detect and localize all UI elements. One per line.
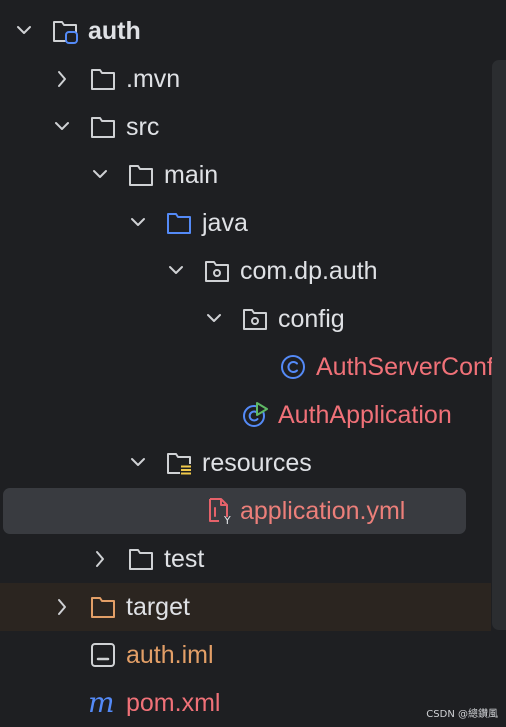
class-icon: [281, 355, 305, 379]
tree-item-label: AuthApplication: [278, 401, 452, 429]
tree-item-class-auth-server-config[interactable]: AuthServerConfig: [0, 343, 506, 391]
tree-item-class-auth-application[interactable]: AuthApplication: [0, 391, 492, 439]
chevron-down-icon[interactable]: [130, 213, 146, 233]
tree-item-package-com-dp-auth[interactable]: com.dp.auth: [0, 247, 492, 295]
maven-icon: m: [88, 690, 115, 716]
tree-item-label: src: [126, 113, 160, 141]
tree-item-label: auth: [88, 17, 141, 45]
package-icon: [243, 309, 267, 330]
chevron-right-icon[interactable]: [92, 549, 108, 569]
tree-item-main[interactable]: main: [0, 151, 492, 199]
folder-icon: [129, 549, 153, 570]
tree-item-auth[interactable]: auth: [0, 7, 492, 55]
folder-icon: [91, 69, 115, 90]
resources-folder-icon: [167, 453, 192, 476]
watermark: CSDN @總鑽風: [426, 709, 498, 720]
tree-item-label: config: [278, 305, 345, 333]
tree-item-label: AuthServerConfig: [316, 353, 506, 381]
tree-item-label: test: [164, 545, 205, 573]
tree-item-label: target: [126, 593, 190, 621]
svg-text:Y: Y: [223, 514, 231, 525]
chevron-down-icon[interactable]: [16, 21, 32, 41]
spring-boot-class-icon: [243, 402, 268, 427]
iml-file-icon: [91, 643, 115, 667]
chevron-right-icon[interactable]: [54, 597, 70, 617]
chevron-down-icon[interactable]: [206, 309, 222, 329]
yaml-file-icon: Y: [209, 498, 231, 525]
tree-item-mvn[interactable]: .mvn: [0, 55, 492, 103]
tree-item-target[interactable]: target: [0, 583, 491, 631]
folder-icon: [129, 165, 153, 186]
tree-item-java[interactable]: java: [0, 199, 492, 247]
tree-item-test[interactable]: test: [0, 535, 492, 583]
vertical-scrollbar[interactable]: [492, 60, 506, 630]
tree-item-label: auth.iml: [126, 641, 214, 669]
tree-item-label: java: [202, 209, 248, 237]
tree-item-label: main: [164, 161, 219, 189]
source-root-folder-icon: [167, 213, 191, 234]
tree-item-auth-iml[interactable]: auth.iml: [0, 631, 492, 679]
tree-item-label: pom.xml: [126, 689, 221, 717]
tree-item-src[interactable]: src: [0, 103, 492, 151]
chevron-down-icon[interactable]: [54, 117, 70, 137]
tree-item-pom-xml[interactable]: m pom.xml: [0, 679, 492, 727]
package-icon: [205, 261, 229, 282]
tree-item-application-yml[interactable]: Y application.yml: [0, 487, 492, 535]
tree-item-label: application.yml: [240, 497, 406, 525]
svg-text:m: m: [88, 690, 115, 716]
chevron-right-icon[interactable]: [54, 69, 70, 89]
chevron-down-icon[interactable]: [168, 261, 184, 281]
tree-item-package-config[interactable]: config: [0, 295, 492, 343]
folder-icon: [91, 117, 115, 138]
tree-item-resources[interactable]: resources: [0, 439, 492, 487]
excluded-folder-icon: [91, 597, 115, 618]
tree-item-label: resources: [202, 449, 312, 477]
tree-item-label: com.dp.auth: [240, 257, 378, 285]
chevron-down-icon[interactable]: [130, 453, 146, 473]
module-folder-icon: [53, 21, 78, 44]
tree-item-label: .mvn: [126, 65, 181, 93]
chevron-down-icon[interactable]: [92, 165, 108, 185]
